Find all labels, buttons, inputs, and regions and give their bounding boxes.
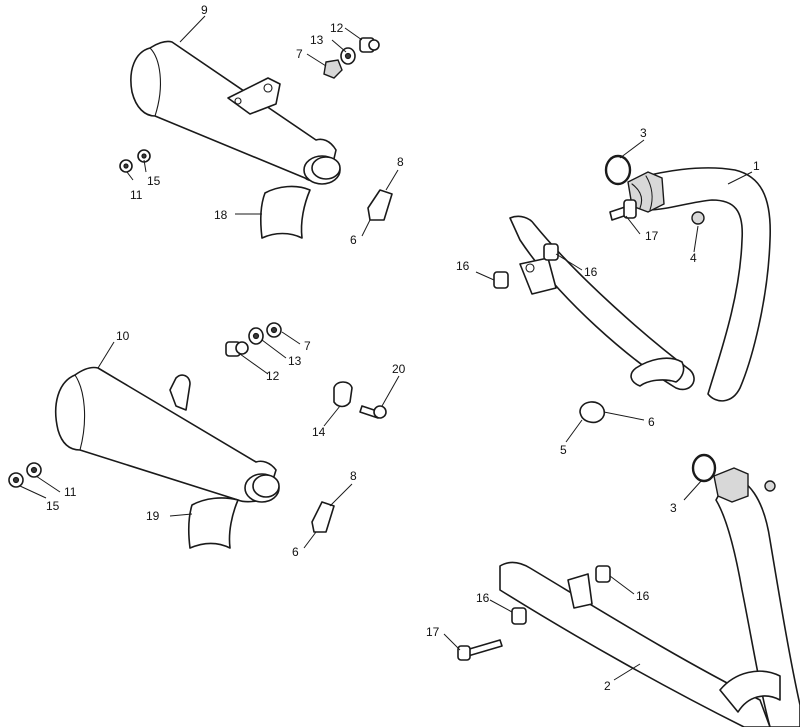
callout-15: 15 xyxy=(46,499,60,513)
gasket-ring-upper xyxy=(604,154,632,186)
callout-16: 16 xyxy=(456,259,470,273)
callout-8: 8 xyxy=(350,469,357,483)
callout-16: 16 xyxy=(636,589,650,603)
callout-8: 8 xyxy=(397,155,404,169)
callout-7: 7 xyxy=(296,47,303,61)
callout-19: 19 xyxy=(146,509,160,523)
callout-6: 6 xyxy=(292,545,299,559)
callout-14: 14 xyxy=(312,425,326,439)
callout-4: 4 xyxy=(690,251,697,265)
heat-shield-19 xyxy=(187,497,239,549)
clamp-upper-right xyxy=(367,189,393,221)
callout-15: 15 xyxy=(147,174,161,188)
callout-12: 12 xyxy=(330,21,344,35)
callout-3: 3 xyxy=(640,126,647,140)
callout-13: 13 xyxy=(310,33,324,47)
muffler-lower xyxy=(54,366,280,503)
callout-7: 7 xyxy=(304,339,311,353)
callout-3: 3 xyxy=(670,501,677,515)
exhaust-pipe-1 xyxy=(509,167,771,402)
heat-shield-18 xyxy=(259,185,311,239)
clamp-6-center xyxy=(579,401,606,424)
callout-16: 16 xyxy=(584,265,598,279)
clamp-lower-right xyxy=(311,501,335,533)
exhaust-pipe-2 xyxy=(499,467,800,727)
callout-11: 11 xyxy=(64,485,77,499)
leader-lines xyxy=(19,15,753,681)
gasket-ring-lower xyxy=(691,453,717,483)
callout-13: 13 xyxy=(288,354,302,368)
callout-11: 11 xyxy=(130,188,143,202)
hardware xyxy=(8,37,776,661)
callout-2: 2 xyxy=(604,679,611,693)
callout-16: 16 xyxy=(476,591,490,605)
callout-6: 6 xyxy=(648,415,655,429)
callout-1: 1 xyxy=(753,159,760,173)
callout-5: 5 xyxy=(560,443,567,457)
callout-20: 20 xyxy=(392,362,406,376)
callout-10: 10 xyxy=(116,329,130,343)
callout-6: 6 xyxy=(350,233,357,247)
callout-17: 17 xyxy=(645,229,659,243)
muffler-upper xyxy=(130,40,341,185)
callout-12: 12 xyxy=(266,369,280,383)
callout-17: 17 xyxy=(426,625,440,639)
callout-9: 9 xyxy=(201,3,208,17)
callout-labels: 9 12 13 7 15 11 18 8 6 3 1 17 4 16 16 10… xyxy=(46,3,760,693)
callout-18: 18 xyxy=(214,208,228,222)
